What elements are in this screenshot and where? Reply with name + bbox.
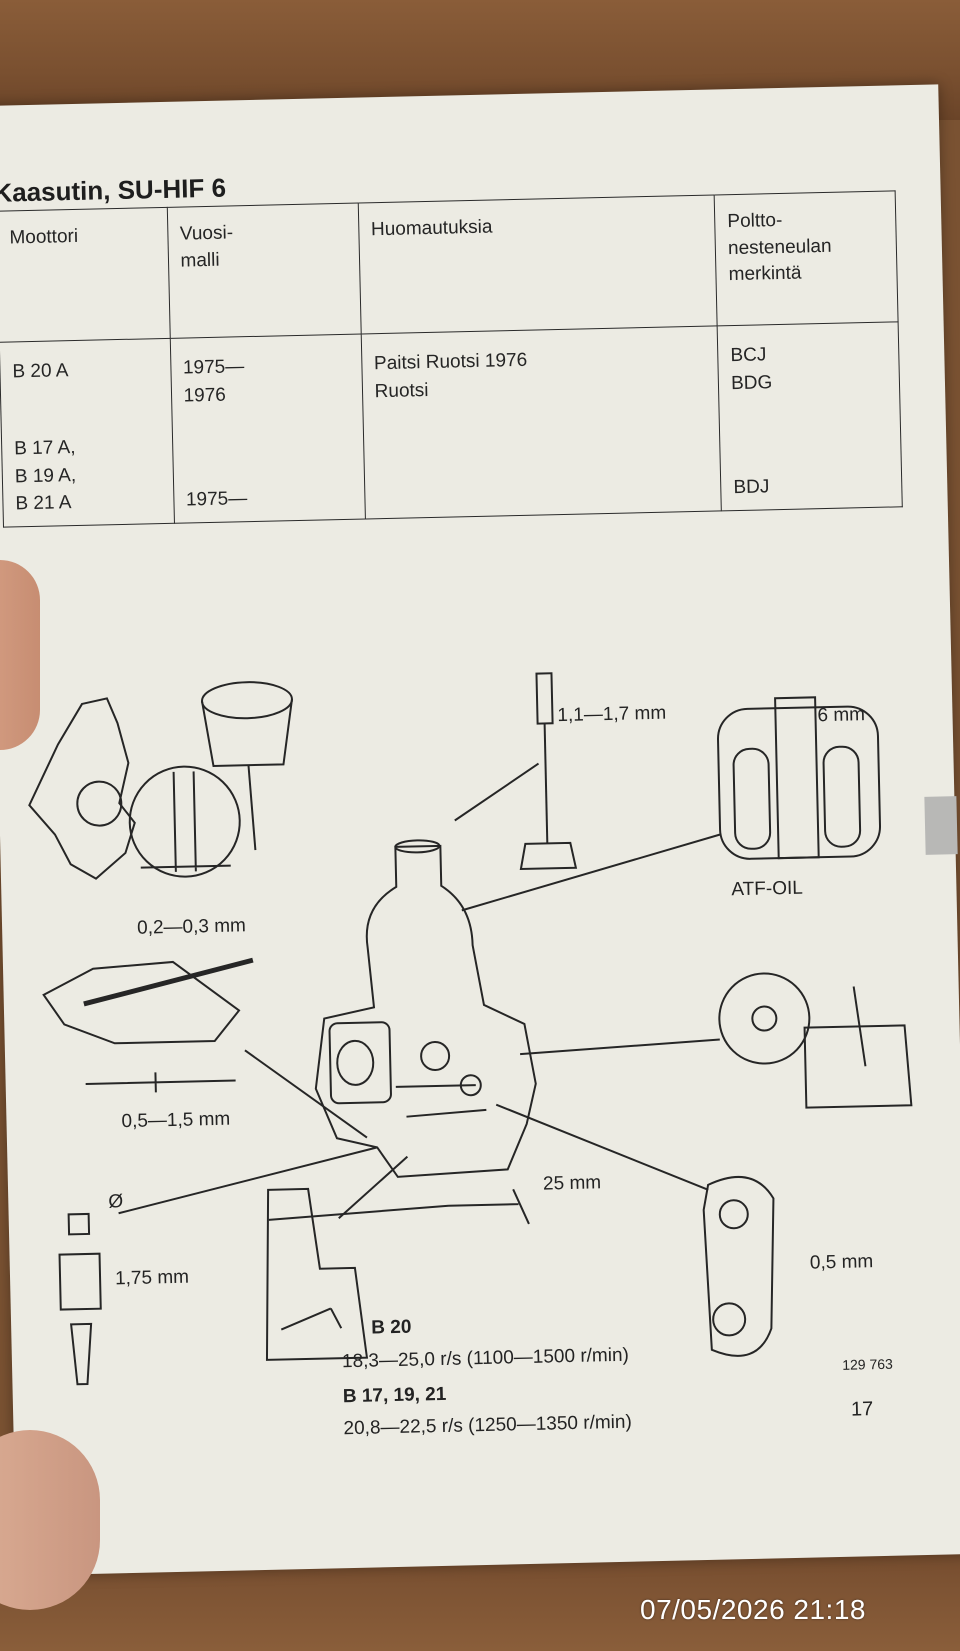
carburettor-illustration <box>28 672 913 1386</box>
header-label: Moottori <box>9 225 79 249</box>
cell-value: BCJ <box>730 344 767 367</box>
header-huomautuksia: Huomautuksia <box>357 194 718 335</box>
label-damper-depth: 6 mm <box>817 704 866 727</box>
photo-timestamp: 07/05/2026 21:18 <box>640 1594 866 1625</box>
label-valve-symbol: Ø <box>108 1191 124 1213</box>
carburettor-spec-table: Moottori Vuosi- malli Huomautuksia Poltt… <box>0 190 903 528</box>
header-label: Huomautuksia <box>370 216 493 241</box>
page-number: 17 <box>850 1398 874 1421</box>
label-link-gap: 25 mm <box>542 1172 602 1195</box>
header-moottori: Moottori <box>0 207 170 343</box>
label-float-gap: 0,5—1,5 mm <box>121 1108 231 1133</box>
cell-moottori: B 20 A B 17 A, B 19 A, B 21 A <box>0 338 174 528</box>
cell-value: B 17 A, B 19 A, B 21 A <box>14 437 77 515</box>
label-jet-gap: 0,2—0,3 mm <box>136 915 247 939</box>
label-engine-b20: B 20 <box>371 1316 412 1339</box>
table-header-row: Moottori Vuosi- malli Huomautuksia Poltt… <box>0 190 899 343</box>
cell-value: 1975— 1976 <box>182 356 245 407</box>
page-title: Kaasutin, SU-HIF 6 <box>0 172 227 208</box>
cell-value: BDJ <box>733 476 770 499</box>
label-valve-size: 1,75 mm <box>114 1266 190 1290</box>
cell-vuosimalli: 1975— 1976 1975— <box>169 334 366 524</box>
cell-huomautuksia: Paitsi Ruotsi 1976 Ruotsi <box>360 325 722 519</box>
cell-value: B 20 A <box>12 360 69 383</box>
carburettor-diagram: 1,1—1,7 mm 6 mm ATF-OIL 0,2—0,3 mm 0,5—1… <box>0 604 960 1525</box>
header-merkinta: Poltto- nesteneulan merkintä <box>714 190 899 326</box>
label-oil: ATF-OIL <box>731 877 804 901</box>
label-lever-gap: 0,5 mm <box>809 1251 874 1274</box>
thumb-index-tab <box>924 796 958 855</box>
manual-page: Kaasutin, SU-HIF 6 Moottori Vuosi- malli… <box>0 84 960 1576</box>
cell-value: 1975— <box>185 488 248 511</box>
cell-merkinta: BCJ BDG BDJ <box>717 321 903 511</box>
table-row: B 20 A B 17 A, B 19 A, B 21 A 1975— 1976… <box>0 321 903 528</box>
label-engine-b17: B 17, 19, 21 <box>342 1383 447 1408</box>
header-label: Vuosi- malli <box>179 222 234 272</box>
cell-value: BDG <box>730 371 773 394</box>
header-vuosimalli: Vuosi- malli <box>166 203 361 339</box>
finger-left-bottom <box>0 1430 100 1610</box>
label-figure-no: 129 763 <box>842 1355 894 1373</box>
finger-left-top <box>0 560 40 750</box>
header-label: Poltto- nesteneulan merkintä <box>727 209 832 286</box>
label-needle-gap: 1,1—1,7 mm <box>557 702 667 727</box>
